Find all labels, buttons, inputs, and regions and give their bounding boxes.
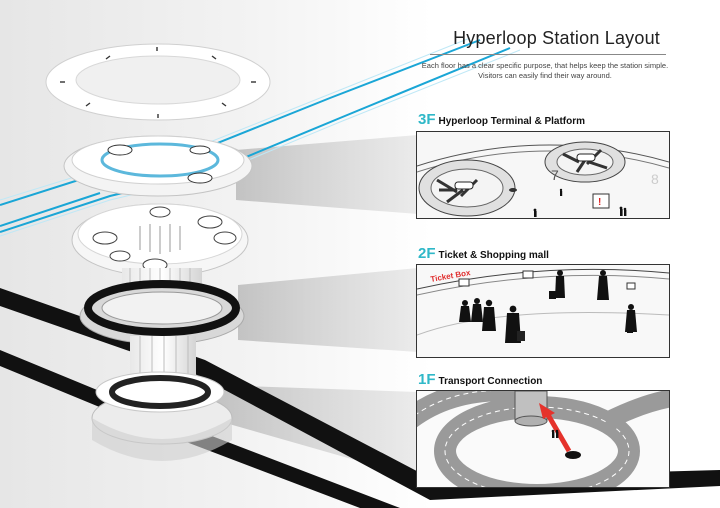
floor-1f-base [91,371,233,461]
floor-3f-label: Hyperloop Terminal & Platform [438,116,586,127]
floor-2f-panel: Ticket Box [416,264,670,358]
floor-2f-number: 2F [418,245,436,262]
floor-3f-disc [63,135,253,197]
pod-number-7: 7 [551,167,559,183]
title-divider [430,54,666,55]
roof-ring [45,43,271,121]
projection-beam-2f [238,268,418,352]
floor-1f-panel [416,390,670,488]
floor-1f-number: 1F [418,371,436,388]
ground-track-upper [0,288,430,500]
floor-3f-number: 3F [418,111,436,128]
projection-beam-3f [236,135,418,214]
floor-2f-label: Ticket & Shopping mall [438,250,549,261]
floor-3f-panel: 7 8 ! [416,131,670,219]
floor-2f-disc [71,203,249,277]
alert-sign: ! [598,197,601,208]
page-description: Each floor has a clear specific purpose,… [421,61,669,80]
people-silhouettes [459,270,637,343]
mall-ring [79,280,245,345]
page-title: Hyperloop Station Layout [453,28,660,48]
pod-number-8: 8 [651,171,659,187]
floor-1f-label: Transport Connection [438,376,543,387]
